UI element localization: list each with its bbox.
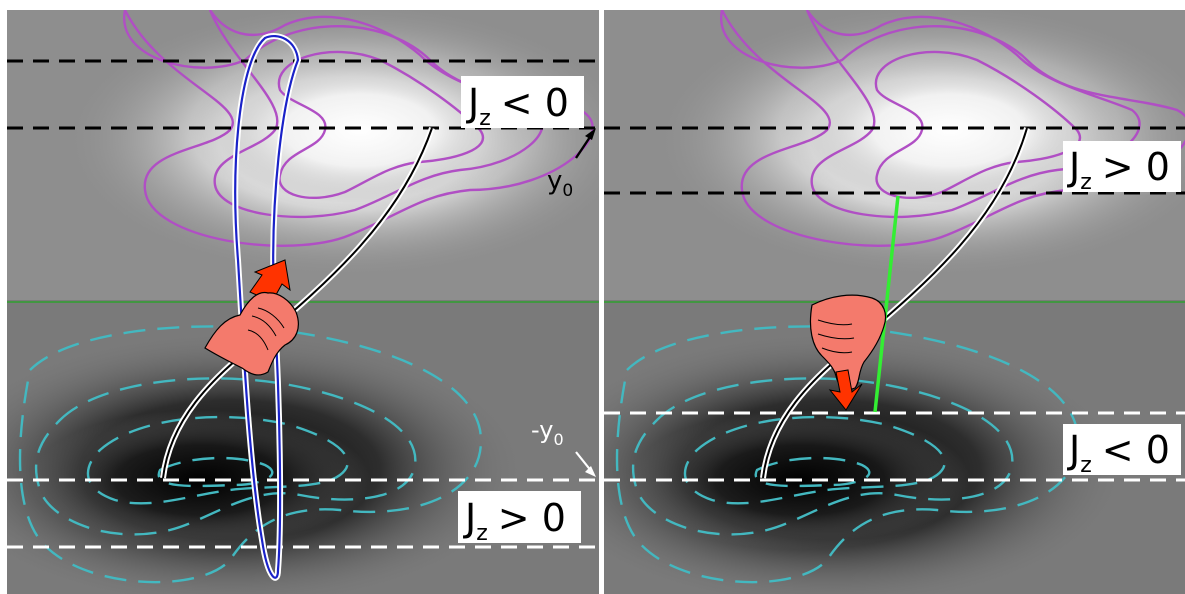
label-rel: > 0 <box>498 496 566 540</box>
label-rel: < 0 <box>1102 428 1170 472</box>
neg-contour-inner <box>86 415 349 505</box>
left-hand-icon <box>204 259 299 376</box>
label-sub: z <box>1080 453 1092 478</box>
contour-middle <box>805 10 1141 219</box>
svg-text:-y0: -y0 <box>531 416 564 449</box>
neg-contour-core <box>754 456 871 488</box>
right-upper-band-label: Jz > 0 <box>1063 141 1181 195</box>
label-j: J <box>1067 428 1080 472</box>
neg-y0-marker: -y0 <box>531 416 596 477</box>
right-hand-arrow <box>828 369 863 411</box>
svg-text:Jz> 0: Jz > 0 <box>1067 145 1170 195</box>
label-sub: z <box>476 521 488 546</box>
neg-contour-inner <box>683 415 946 505</box>
right-lower-band-label: Jz < 0 <box>1063 424 1181 478</box>
label-rel: > 0 <box>1102 145 1170 189</box>
contour-middle <box>208 10 544 219</box>
left-hand-palm <box>204 291 299 376</box>
panel-divider <box>599 10 604 594</box>
right-bright-core <box>780 50 1120 210</box>
y0-main: y <box>547 166 562 196</box>
svg-text:Jz> 0: Jz > 0 <box>463 496 566 546</box>
right-hand-palm <box>809 294 887 390</box>
right-hand-finger-lines <box>817 319 855 354</box>
y0-sub: 0 <box>562 181 573 201</box>
y0-marker: y0 <box>547 128 596 201</box>
label-j: J <box>463 496 476 540</box>
right-panel: Jz > 0 Jz < 0 <box>604 10 1185 594</box>
svg-text:y0: y0 <box>547 166 573 201</box>
svg-text:Jz< 0: Jz < 0 <box>466 81 569 131</box>
neg-contour-mid <box>34 377 417 536</box>
left-panel: Jz< 0 Jz> 0 y0 -y0 <box>7 10 599 594</box>
label-j: J <box>1067 145 1080 189</box>
svg-text:Jz< 0: Jz < 0 <box>1067 428 1170 478</box>
contour-inner <box>874 50 1081 200</box>
left-upper-band-label: Jz < 0 <box>461 76 584 131</box>
neg-contour-core <box>157 456 274 488</box>
neg-y0-sub: 0 <box>553 430 563 449</box>
left-lower-band-label: Jz > 0 <box>458 491 581 546</box>
contour-outer <box>123 10 594 247</box>
label-sub: z <box>479 106 491 131</box>
left-hand-finger-lines <box>247 307 285 351</box>
right-hand-icon <box>809 294 887 411</box>
right-green-fieldline <box>873 195 900 413</box>
neg-y0-main: -y <box>531 416 553 444</box>
label-j: J <box>466 81 479 125</box>
label-rel: < 0 <box>501 81 569 125</box>
label-sub: z <box>1080 170 1092 195</box>
left-blue-fieldline <box>234 34 300 579</box>
